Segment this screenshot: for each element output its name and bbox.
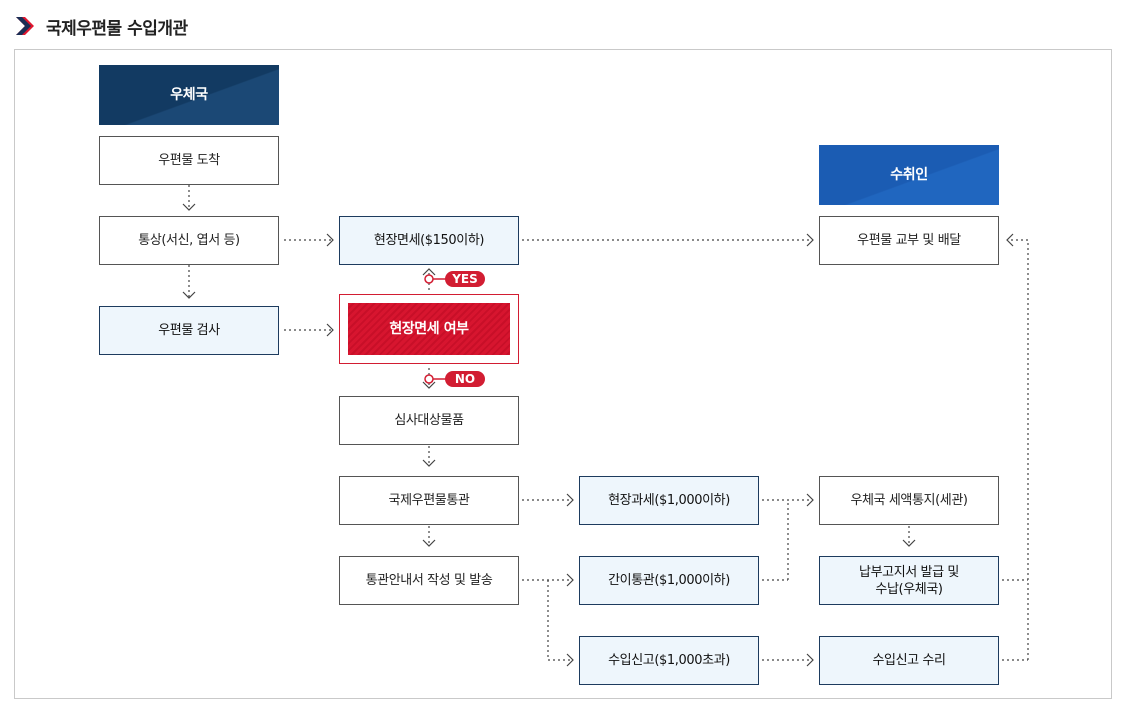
exempt-decision-label: 현장면세 여부 [348, 303, 510, 355]
recipient-header: 수취인 [819, 145, 999, 205]
tax-notice-node: 우체국 세액통지(세관) [819, 476, 999, 525]
guide-letter-node: 통관안내서 작성 및 발송 [339, 556, 519, 605]
arrival-node: 우편물 도착 [99, 136, 279, 185]
no-badge: NO [445, 371, 485, 387]
exempt-decision-node: 현장면세 여부 [339, 294, 519, 364]
payment-node: 납부고지서 발급 및 수납(우체국) [819, 556, 999, 605]
ordinary-mail-node: 통상(서신, 엽서 등) [99, 216, 279, 265]
delivery-node: 우편물 교부 및 배달 [819, 216, 999, 265]
yes-badge: YES [445, 271, 485, 287]
simple-clearance-node: 간이통관($1,000이하) [579, 556, 759, 605]
chevron-right-icon [16, 17, 34, 35]
diagram-frame [14, 49, 1112, 699]
payment-line-2: 수납(우체국) [875, 581, 943, 597]
page-title: 국제우편물 수입개관 [46, 18, 188, 39]
onsite-exempt-node: 현장면세($150이하) [339, 216, 519, 265]
inspection-node: 우편물 검사 [99, 306, 279, 355]
onsite-tax-node: 현장과세($1,000이하) [579, 476, 759, 525]
section-title: 국제우편물 수입개관 [14, 12, 188, 40]
intl-clearance-node: 국제우편물통관 [339, 476, 519, 525]
payment-line-1: 납부고지서 발급 및 [859, 564, 959, 580]
import-declaration-node: 수입신고($1,000초과) [579, 636, 759, 685]
review-items-node: 심사대상물품 [339, 396, 519, 445]
acceptance-node: 수입신고 수리 [819, 636, 999, 685]
post-office-header: 우체국 [99, 65, 279, 125]
